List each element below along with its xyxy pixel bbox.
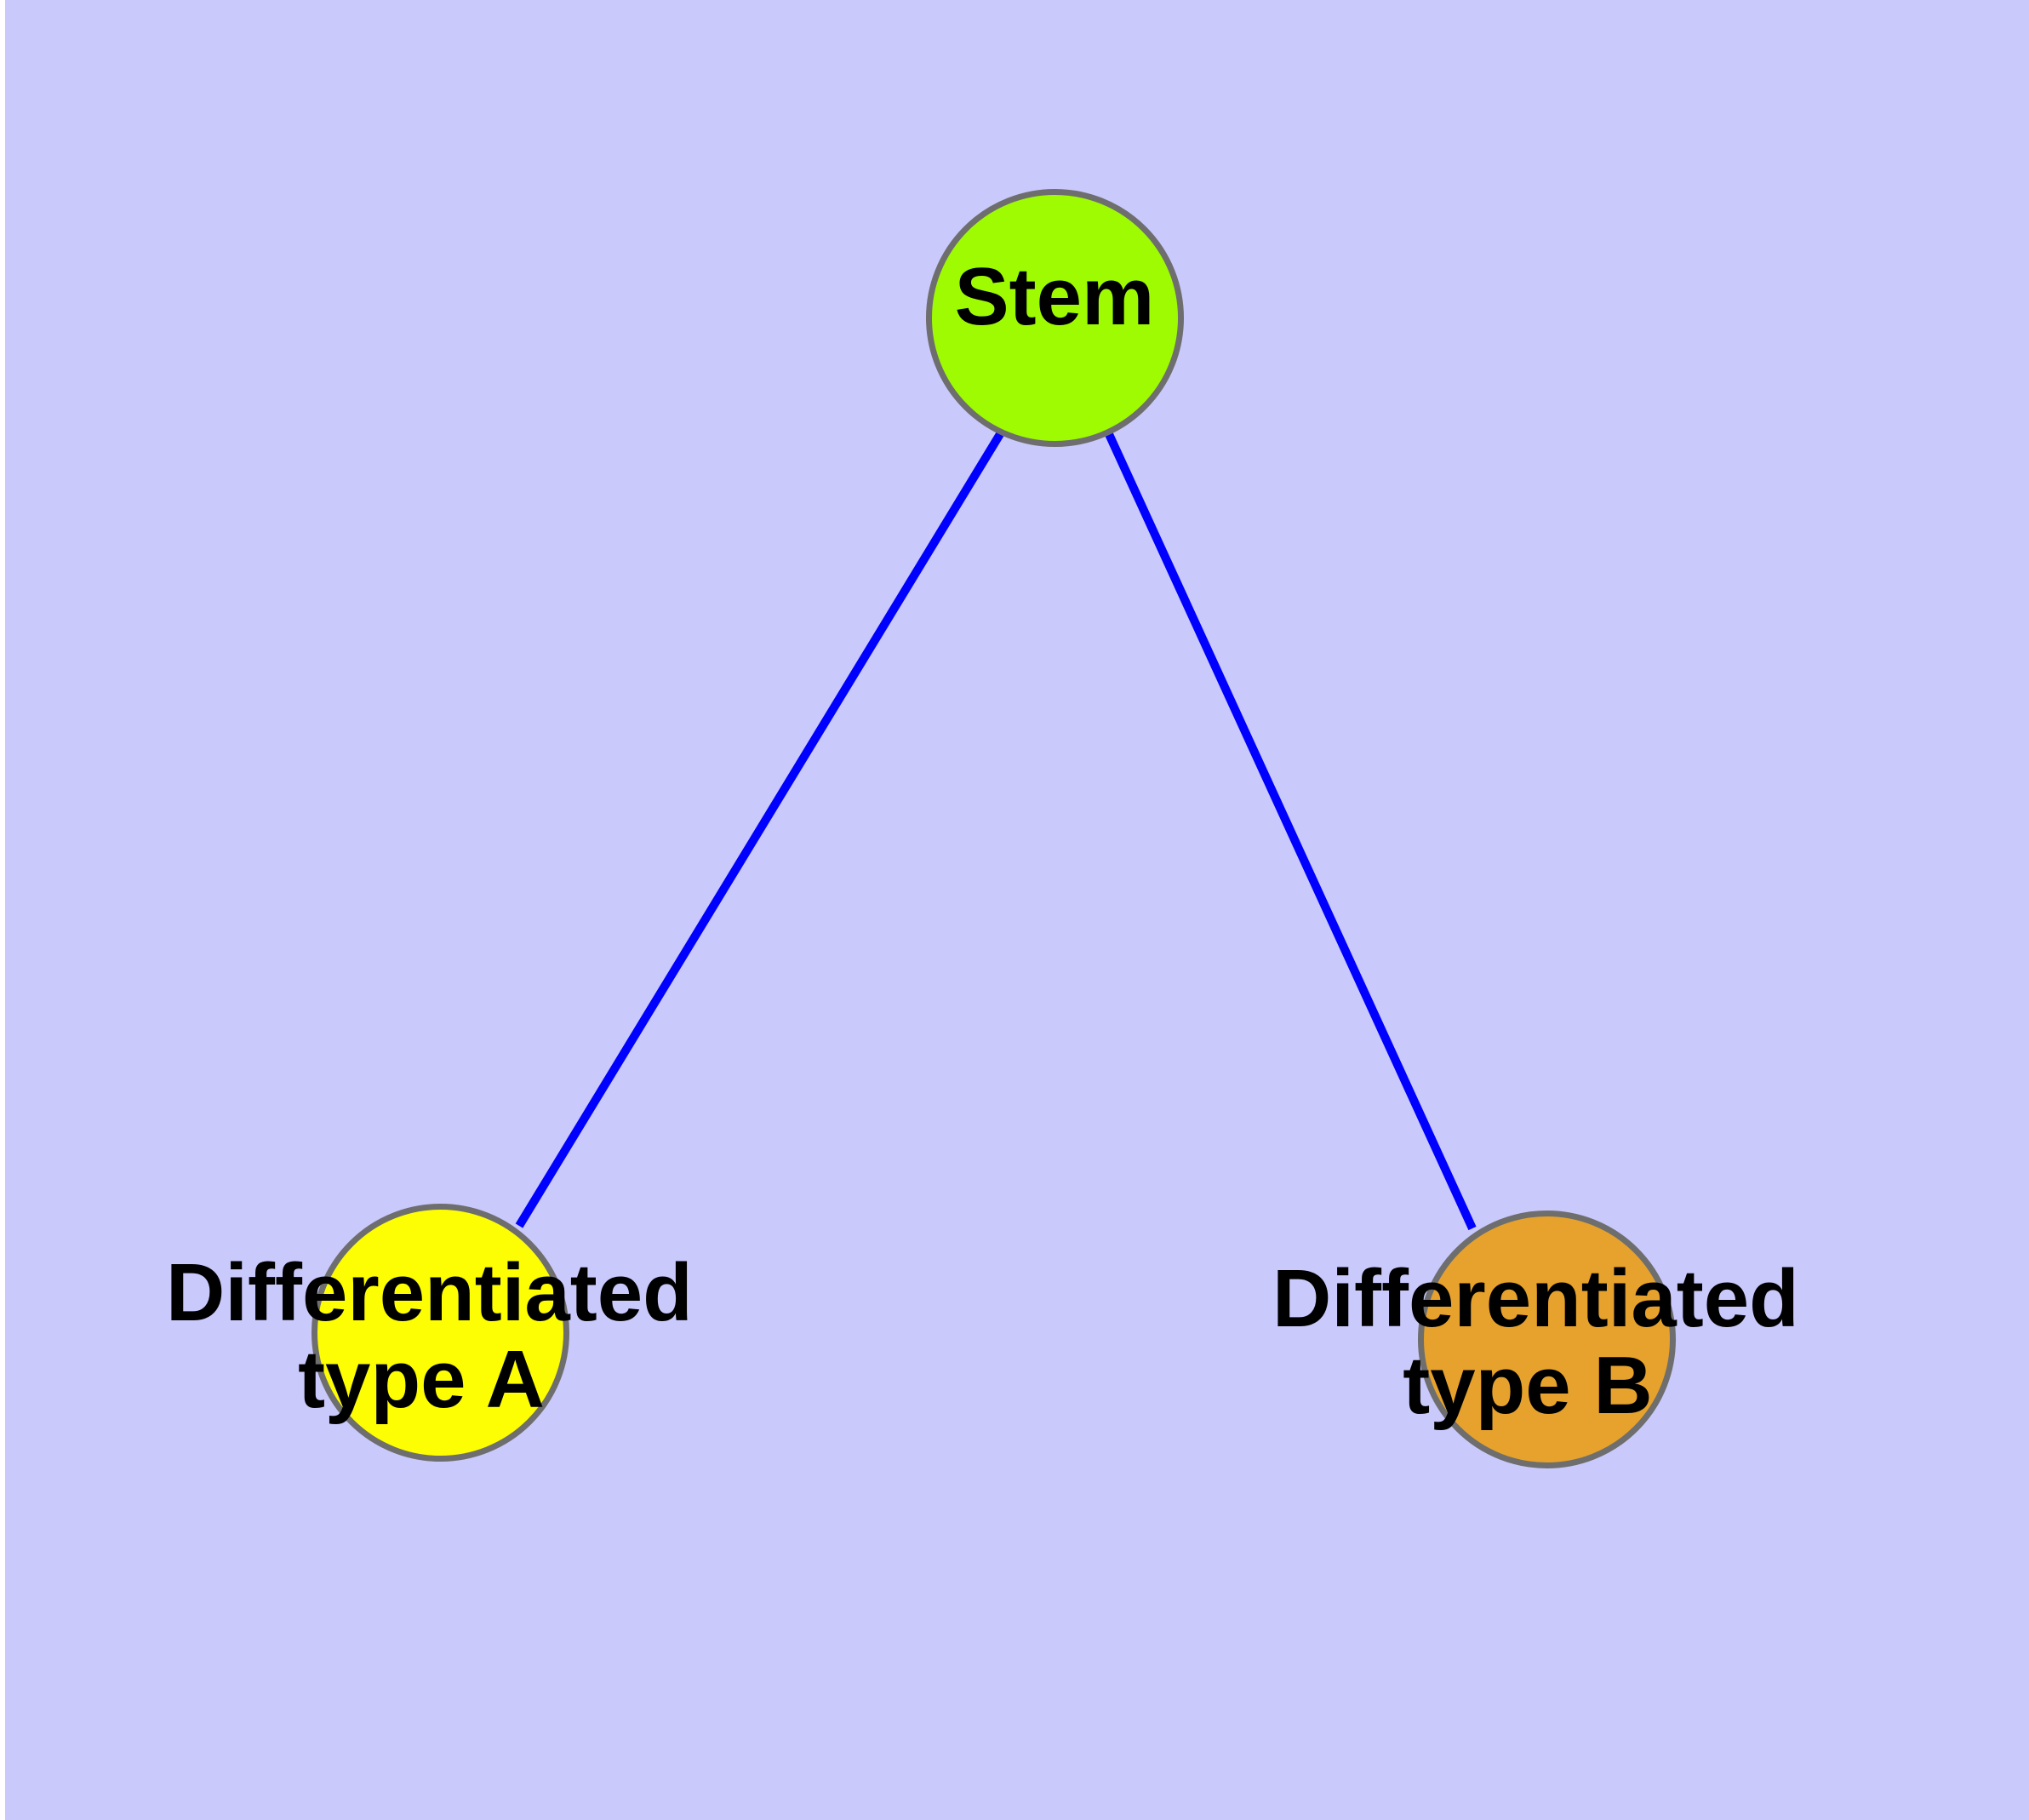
node-stem[interactable] [926,189,1184,447]
node-differentiated-type-b[interactable] [1418,1210,1676,1468]
edge-stem-to-diff-a [515,432,1004,1228]
node-differentiated-type-a[interactable] [311,1204,569,1462]
edge-stem-to-diff-b [1105,432,1477,1231]
